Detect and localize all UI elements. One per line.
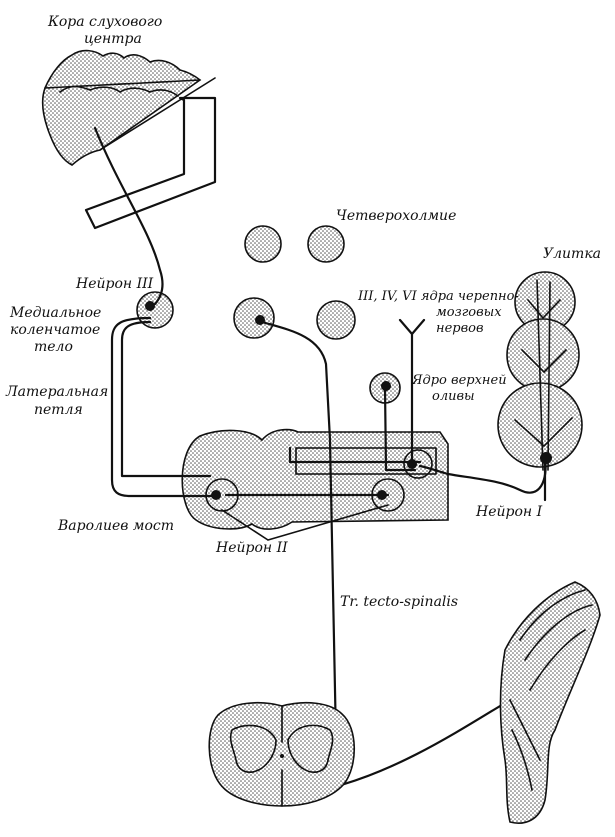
label-pons: Варолиев мост bbox=[57, 518, 174, 534]
colliculus-lower-left bbox=[233, 297, 275, 339]
label-cranial-nuclei-3: нервов bbox=[436, 321, 484, 336]
cortex-cut-line bbox=[99, 77, 216, 151]
corticospinal-block bbox=[84, 96, 217, 230]
colliculus-upper-right bbox=[307, 225, 345, 263]
nerve-pathways bbox=[93, 126, 547, 790]
label-superior-olive-2: оливы bbox=[432, 389, 475, 404]
spinal-cord-section bbox=[208, 701, 356, 807]
label-superior-olive-1: Ядро верхней bbox=[411, 373, 507, 388]
label-lateral-lemniscus-2: петля bbox=[34, 402, 83, 418]
olive-cell bbox=[381, 381, 391, 391]
label-auditory-cortex-1: Кора слухового bbox=[47, 14, 162, 30]
labels: Кора слухового центра Четверохолмие Улит… bbox=[5, 14, 601, 610]
neuron-3-cell bbox=[145, 301, 155, 311]
label-neuron1: Нейрон I bbox=[475, 504, 543, 520]
label-medial-geniculate-2: коленчатое bbox=[10, 322, 100, 338]
label-medial-geniculate-3: тело bbox=[34, 339, 73, 355]
label-quadrigemina: Четверохолмие bbox=[336, 208, 456, 224]
colliculus-upper-left bbox=[244, 225, 282, 263]
cochlea-shape bbox=[497, 271, 583, 471]
cochlear-nucleus-cell bbox=[407, 459, 417, 469]
cochlea-turn-2 bbox=[506, 318, 580, 392]
label-auditory-cortex-2: центра bbox=[84, 31, 142, 47]
pons-body bbox=[181, 428, 449, 530]
quadrigemina-bodies bbox=[233, 225, 356, 340]
neuron-2-left-cell bbox=[211, 490, 221, 500]
label-cranial-nuclei-2: мозговых bbox=[436, 305, 502, 320]
pons-nucleus-cochlear bbox=[403, 449, 433, 479]
label-lateral-lemniscus-1: Латеральная bbox=[5, 384, 108, 400]
label-neuron2: Нейрон II bbox=[215, 540, 288, 556]
pons-inner-tract bbox=[295, 447, 437, 475]
neuron-1-cell bbox=[540, 452, 552, 464]
neuron-2-right-cell bbox=[377, 490, 387, 500]
label-cochlea: Улитка bbox=[543, 246, 601, 262]
label-tract: Tr. tecto-spinalis bbox=[340, 594, 458, 610]
neuron-cell-bodies bbox=[145, 301, 552, 783]
auditory-cortex bbox=[42, 49, 202, 166]
neuron-colliculus-cell bbox=[255, 315, 265, 325]
label-medial-geniculate-1: Медиальное bbox=[9, 305, 101, 321]
muscle bbox=[499, 581, 601, 824]
label-cranial-nuclei-1: III, IV, VI ядра черепно- bbox=[357, 289, 519, 304]
colliculus-lower-right bbox=[316, 300, 356, 340]
label-neuron3: Нейрон III bbox=[75, 276, 154, 292]
